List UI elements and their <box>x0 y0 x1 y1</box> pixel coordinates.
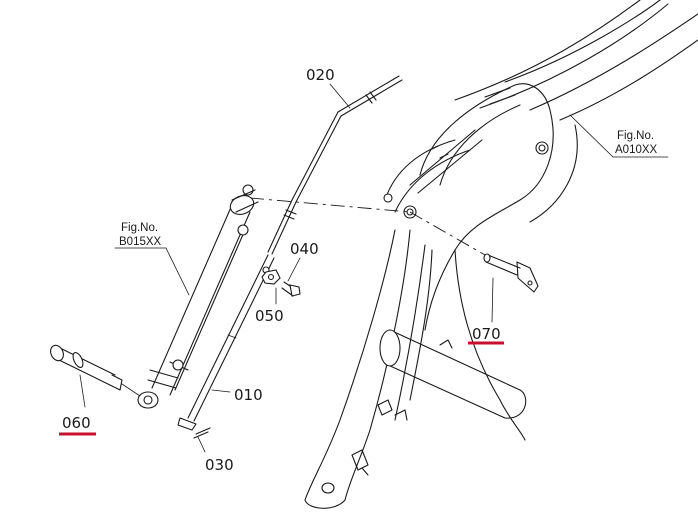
nut-050 <box>261 269 281 285</box>
pin-070-centerline <box>409 211 486 256</box>
cotter-pin-030 <box>193 427 211 439</box>
leaders <box>79 83 669 453</box>
boom-assembly <box>304 0 698 509</box>
label-060: 060 <box>62 414 91 432</box>
link-rod-010 <box>177 254 275 431</box>
hydraulic-cylinder <box>137 184 259 409</box>
label-050: 050 <box>255 307 284 325</box>
fig-code-cylinder: B015XX <box>119 236 162 248</box>
label-070: 070 <box>472 325 501 343</box>
label-040: 040 <box>290 240 319 258</box>
pin-060 <box>50 344 141 397</box>
pin-070 <box>483 253 539 293</box>
fig-label-cylinder: Fig.No. <box>121 222 158 234</box>
label-010: 010 <box>234 386 263 404</box>
rod-020 <box>267 75 403 255</box>
fig-label-boom: Fig.No. <box>617 130 654 142</box>
bolt-040 <box>281 281 301 297</box>
label-020: 020 <box>306 66 335 84</box>
label-030: 030 <box>205 456 234 474</box>
fig-code-boom: A010XX <box>615 144 658 156</box>
